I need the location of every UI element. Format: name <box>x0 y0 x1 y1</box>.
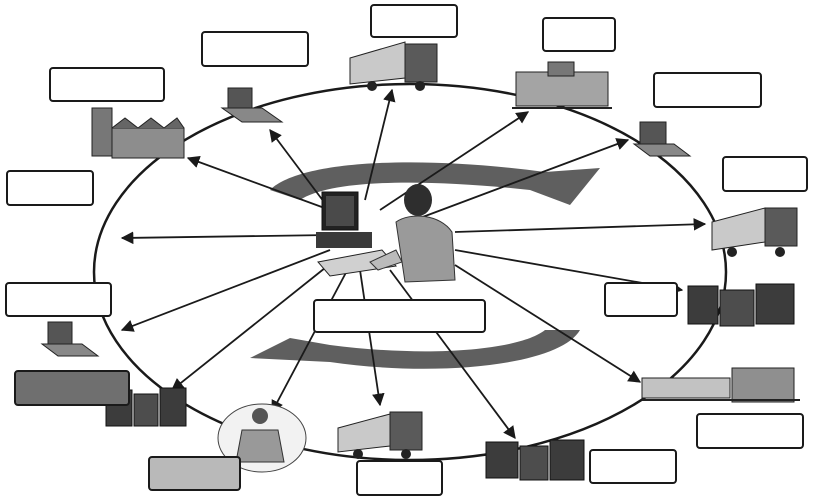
spoke <box>271 264 351 414</box>
warehouse-icon <box>220 87 284 123</box>
spoke <box>379 111 530 211</box>
spoke <box>269 128 331 211</box>
label-box[interactable] <box>696 413 804 449</box>
delivery-truck-icon <box>711 207 798 257</box>
stacked-goods-icon <box>687 283 795 327</box>
customer-icon <box>217 403 307 473</box>
label-box[interactable] <box>5 282 112 317</box>
spoke <box>454 218 707 233</box>
spoke <box>186 155 331 211</box>
label-box[interactable] <box>313 299 486 333</box>
spoke <box>364 88 396 201</box>
spokes <box>120 88 707 440</box>
spoke <box>454 264 642 383</box>
cycle-arrow-bottom <box>250 330 580 369</box>
person-at-computer-icon <box>316 184 456 283</box>
factory-icon <box>512 61 612 109</box>
delivery-truck-icon <box>337 411 423 459</box>
label-box[interactable] <box>604 282 678 317</box>
label-box[interactable] <box>370 4 458 38</box>
cycle-arrows <box>250 162 600 369</box>
warehouse-icon <box>632 121 692 157</box>
distribution-center-icon <box>641 367 800 403</box>
label-box[interactable] <box>356 460 443 496</box>
label-box[interactable] <box>722 156 808 192</box>
delivery-truck-icon <box>349 41 438 91</box>
spoke <box>419 138 630 219</box>
label-box[interactable] <box>653 72 762 108</box>
cycle-arrow-top <box>270 162 600 205</box>
office-building-factory-icon <box>91 107 185 159</box>
stacked-goods-icon <box>485 439 585 481</box>
spoke <box>389 269 516 440</box>
label-box[interactable] <box>6 170 94 206</box>
label-box[interactable] <box>49 67 165 102</box>
spoke <box>359 269 385 407</box>
label-box[interactable] <box>201 31 309 67</box>
label-box[interactable] <box>589 449 677 484</box>
spoke <box>120 249 331 332</box>
spoke <box>171 259 336 391</box>
label-box[interactable] <box>148 456 241 491</box>
warehouse-icon <box>40 321 100 357</box>
label-box[interactable] <box>542 17 616 52</box>
label-box[interactable] <box>14 370 130 406</box>
spoke <box>120 231 331 245</box>
